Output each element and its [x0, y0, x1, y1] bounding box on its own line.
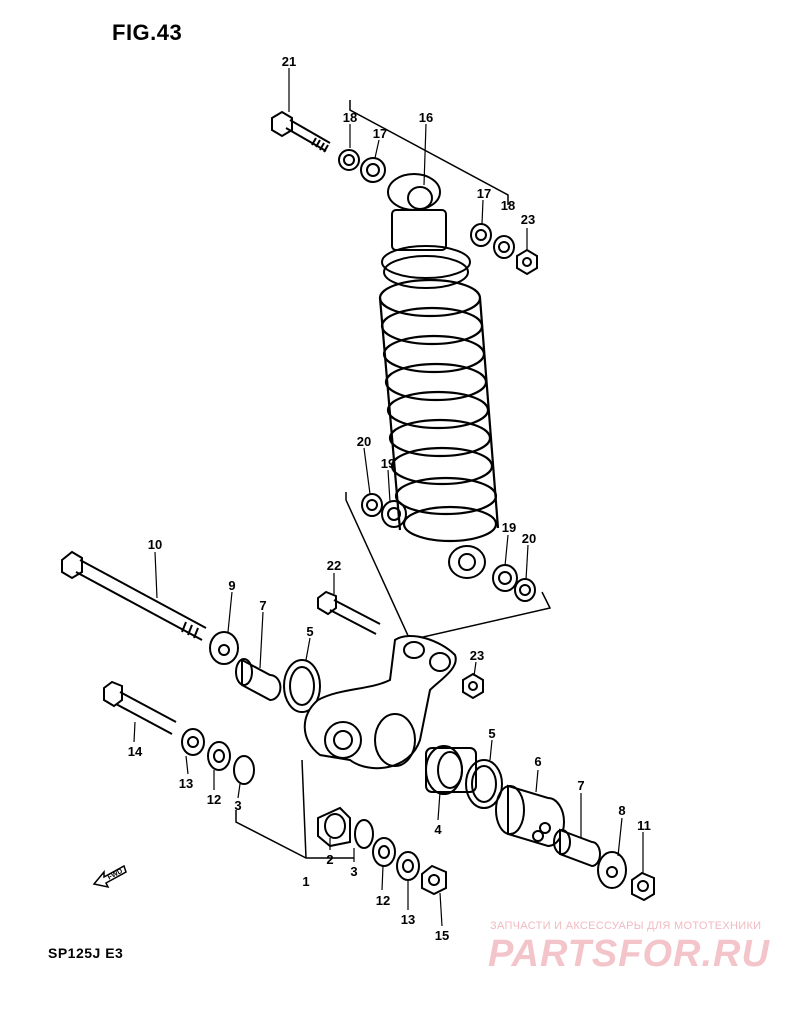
- figure-title: FIG.43: [112, 20, 183, 45]
- shock-spring-icon: [378, 278, 500, 543]
- callout-12: 12: [376, 893, 390, 908]
- watermark-tagline: ЗАПЧАСТИ И АКСЕССУАРЫ ДЛЯ МОТОТЕХНИКИ: [490, 920, 762, 932]
- callout-9: 9: [228, 578, 235, 593]
- callout-15: 15: [435, 928, 449, 943]
- callout-5: 5: [488, 726, 495, 741]
- bolt-10-icon: [61, 550, 207, 641]
- callout-16: 16: [419, 110, 433, 125]
- model-code: SP125J E3: [48, 945, 124, 961]
- callout-23: 23: [470, 648, 484, 663]
- callout-20: 20: [357, 434, 371, 449]
- callout-10: 10: [148, 537, 162, 552]
- callout-3: 3: [350, 864, 357, 879]
- callout-4: 4: [434, 822, 442, 837]
- callout-13: 13: [401, 912, 415, 927]
- callout-7: 7: [259, 598, 266, 613]
- callout-22: 22: [327, 558, 341, 573]
- fwd-label: FWD: [107, 868, 124, 882]
- callout-13: 13: [179, 776, 193, 791]
- callout-8: 8: [618, 803, 625, 818]
- callout-7: 7: [577, 778, 584, 793]
- callout-18: 18: [501, 198, 515, 213]
- bolt-14-icon: [103, 680, 177, 735]
- callout-1: 1: [302, 874, 309, 889]
- callout-20: 20: [522, 531, 536, 546]
- shock-top-eye-icon: [387, 173, 447, 251]
- fwd-arrow-icon: FWD: [92, 864, 127, 889]
- callout-19: 19: [502, 520, 516, 535]
- bolt-22-icon: [317, 590, 381, 635]
- callout-6: 6: [534, 754, 541, 769]
- callout-14: 14: [128, 744, 143, 759]
- callout-19: 19: [381, 456, 395, 471]
- watermark-logo: PARTSFOR.RU: [488, 933, 770, 975]
- cushion-lever-icon: [303, 635, 457, 770]
- callout-11: 11: [637, 818, 651, 833]
- callout-2: 2: [326, 852, 333, 867]
- callout-18: 18: [343, 110, 357, 125]
- callout-17: 17: [373, 126, 387, 141]
- callout-3: 3: [234, 798, 241, 813]
- callout-21: 21: [282, 54, 296, 69]
- bolt-21-icon: [271, 110, 331, 153]
- callout-17: 17: [477, 186, 491, 201]
- callout-12: 12: [207, 792, 221, 807]
- callout-23: 23: [521, 212, 535, 227]
- callout-5: 5: [306, 624, 313, 639]
